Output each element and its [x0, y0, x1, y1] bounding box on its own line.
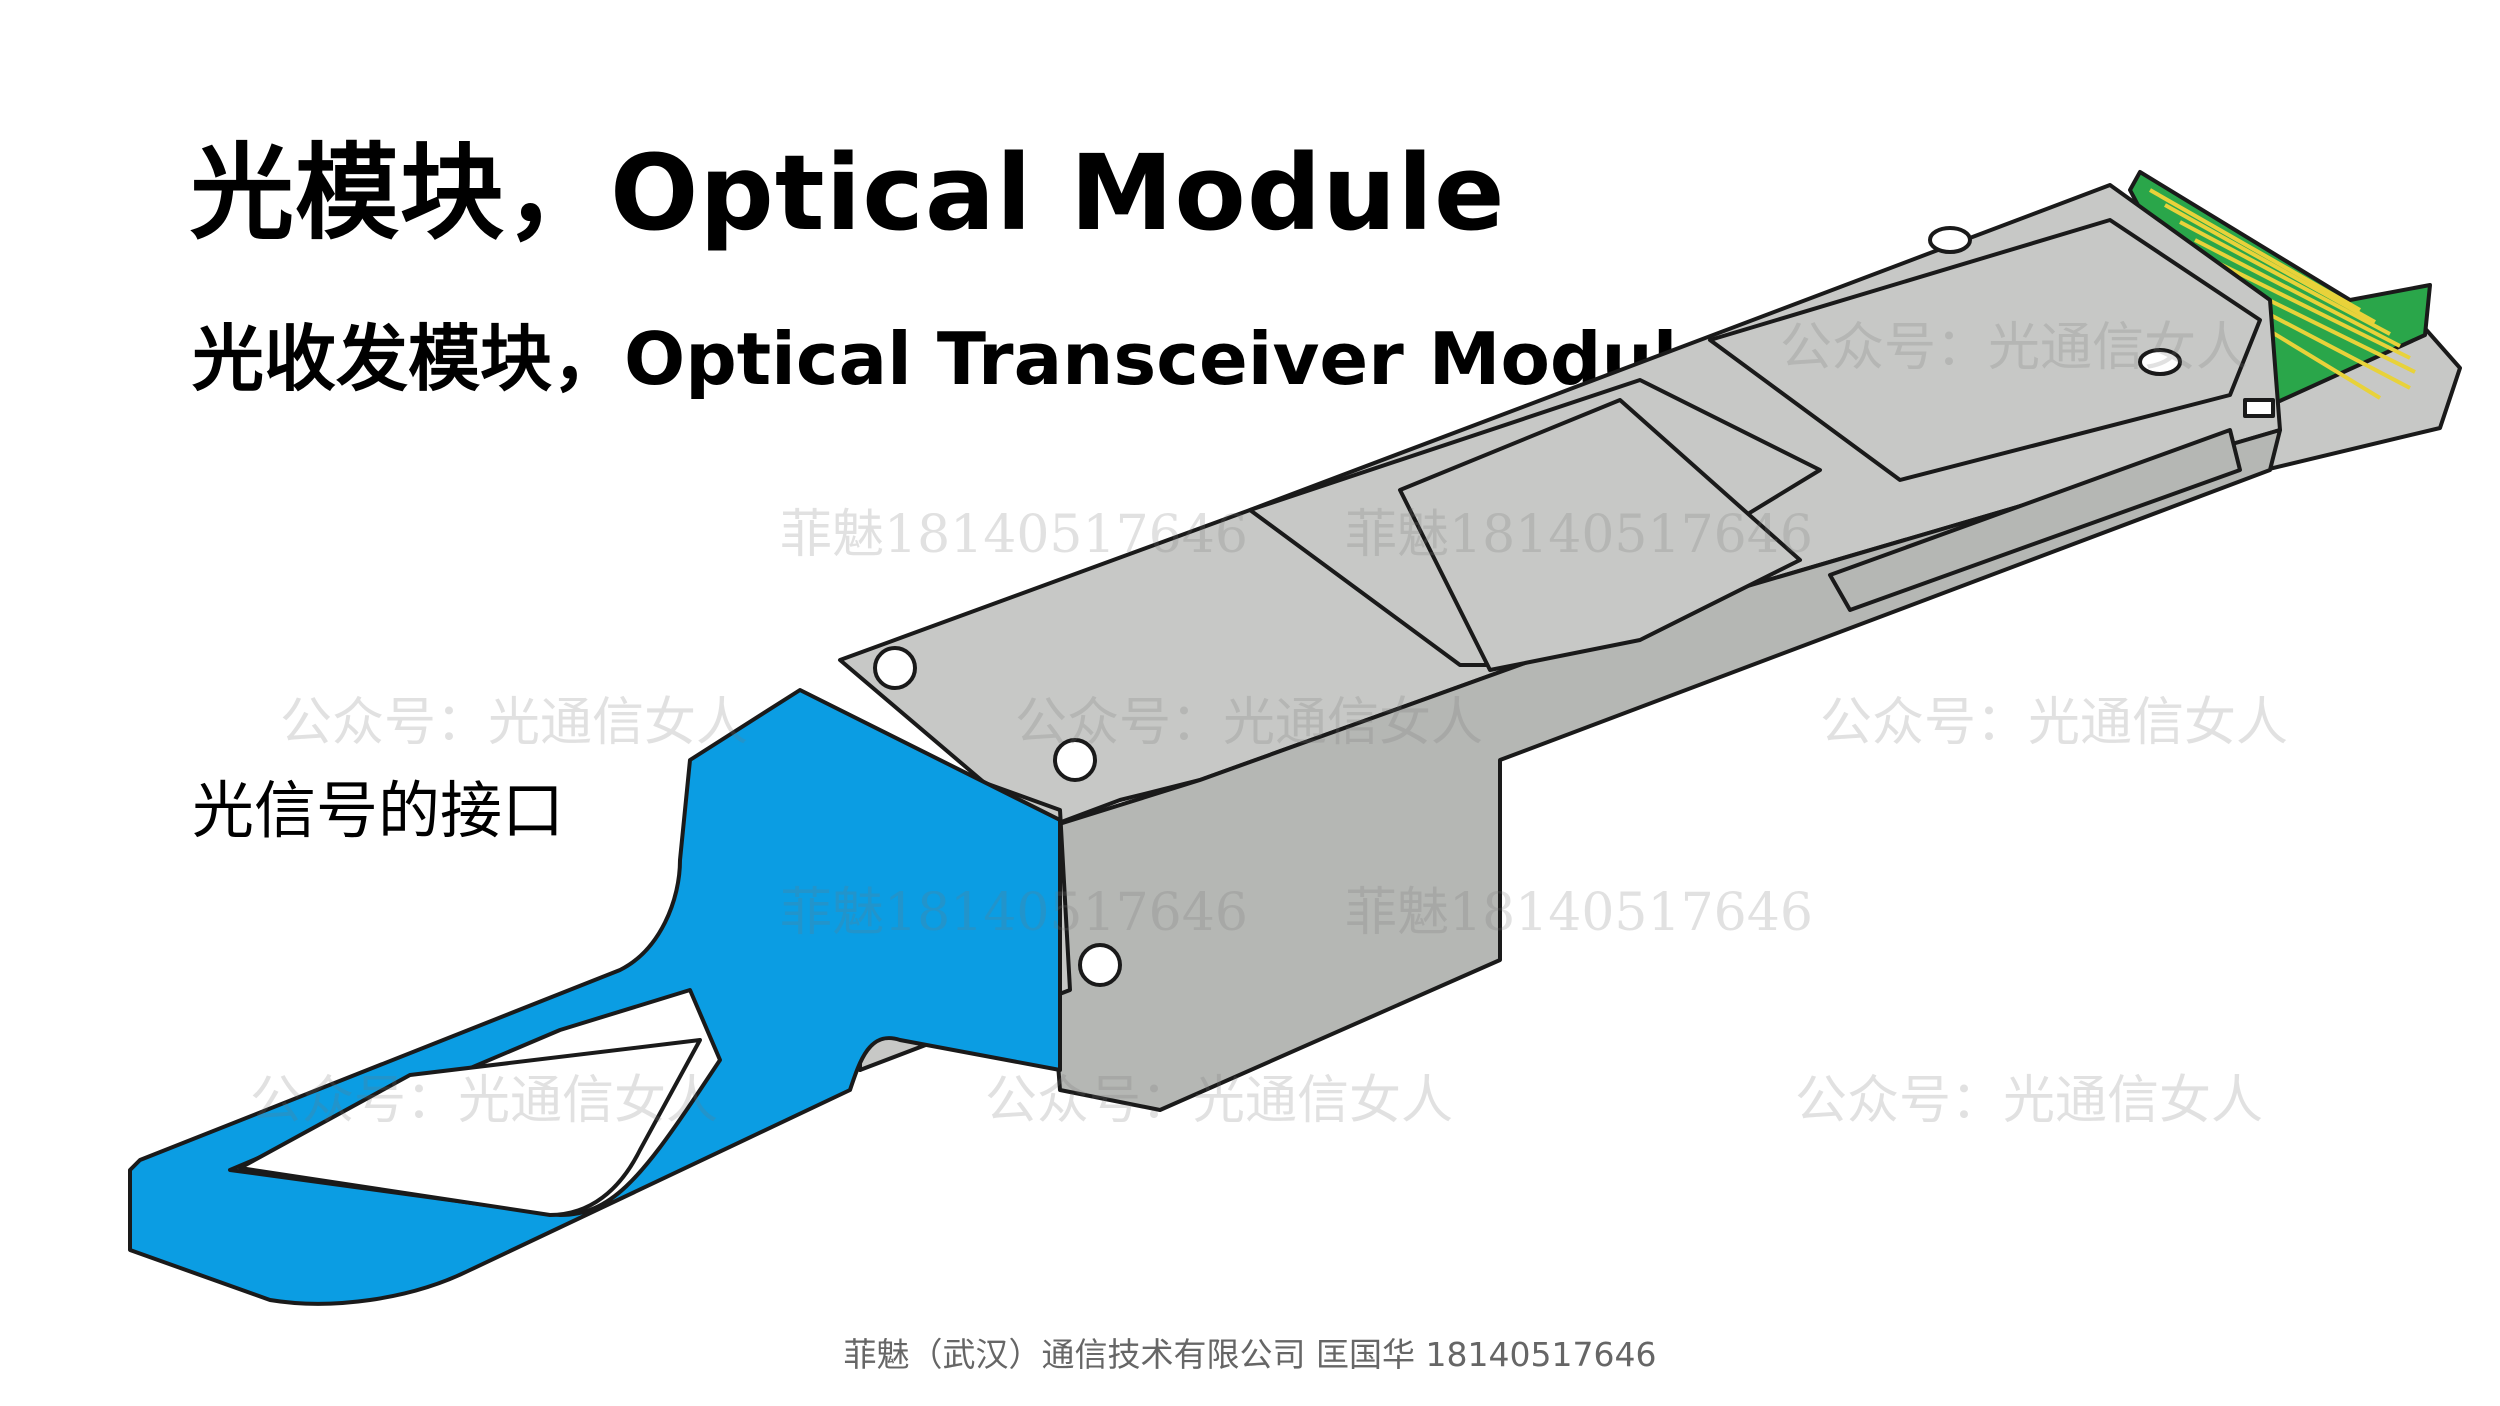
page-subtitle: 光收发模块，Optical Transceiver Module: [192, 317, 1727, 401]
watermark-2: 菲魅18140517646: [780, 505, 1248, 565]
watermark-7: 菲魅18140517646: [780, 883, 1248, 943]
screw-hole-3: [1078, 943, 1122, 987]
watermark-3: 菲魅18140517646: [1345, 505, 1813, 565]
module-housing-side: [1038, 428, 2282, 1112]
watermark-4: 公众号：光通信女人: [280, 693, 749, 753]
watermark-6: 公众号：光通信女人: [1820, 693, 2289, 753]
watermark-8: 菲魅18140517646: [1345, 883, 1813, 943]
watermark-1: 公众号：光通信女人: [1780, 318, 2249, 378]
pull-tab: [128, 688, 1062, 1306]
screw-hole-5: [2138, 348, 2182, 376]
watermark-10: 公众号：光通信女人: [985, 1071, 1454, 1131]
screw-hole-1: [873, 646, 917, 690]
housing-latch-slot: [1828, 428, 2242, 612]
base-slot: [2243, 398, 2275, 418]
watermark-9: 公众号：光通信女人: [250, 1071, 719, 1131]
gold-fingers: [2149, 188, 2416, 400]
watermark-5: 公众号：光通信女人: [1015, 693, 1484, 753]
footer-contact: 菲魅（武汉）通信技术有限公司 匡国华 18140517646: [843, 1335, 1657, 1374]
page-title: 光模块，Optical Module: [190, 132, 1506, 254]
watermark-11: 公众号：光通信女人: [1795, 1071, 2264, 1131]
optical-port-label: 光信号的接口: [192, 774, 565, 847]
pull-tab-grip-opening: [238, 1038, 702, 1217]
screw-hole-4: [1928, 226, 1972, 254]
screw-hole-2: [1053, 738, 1097, 782]
housing-panel-rear: [1708, 218, 2262, 482]
housing-panel-mid: [1398, 398, 1802, 672]
